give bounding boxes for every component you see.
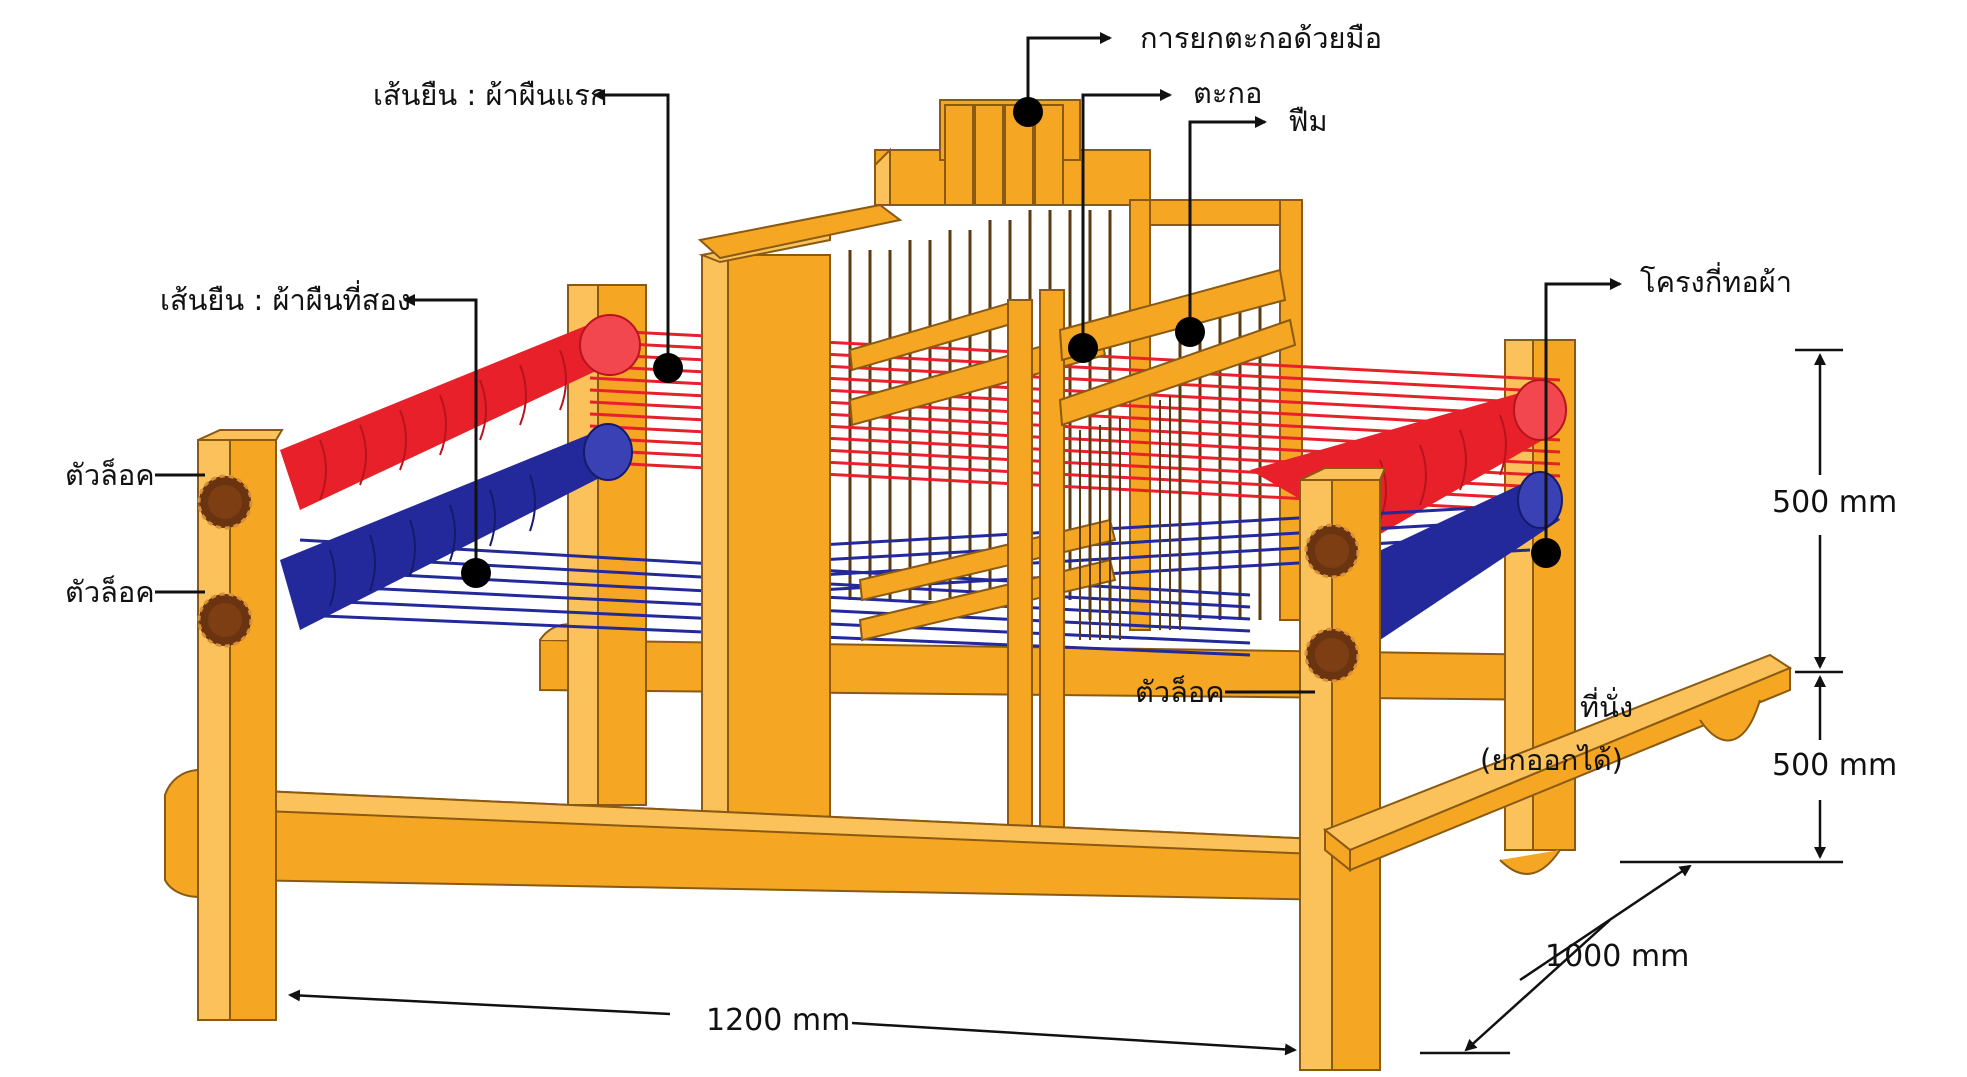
dim-width: 1200 mm	[706, 1003, 850, 1038]
seat-board	[1323, 653, 1793, 875]
dimension-lines	[288, 348, 1843, 1056]
center-frame	[697, 203, 1297, 841]
lock-gear-1	[197, 474, 253, 530]
label-lock-1: ตัวล็อค	[65, 457, 155, 492]
callouts	[155, 32, 1622, 694]
front-frame	[164, 429, 1387, 1071]
label-hand-heddle-lift: การยกตะกอด้วยมือ	[1140, 21, 1382, 55]
lock-gear-3	[1304, 523, 1360, 579]
callout-dots	[461, 97, 1561, 588]
label-loom-frame: โครงกี่ทอผ้า	[1640, 262, 1792, 299]
dim-depth: 1000 mm	[1545, 939, 1689, 974]
label-lock-2: ตัวล็อค	[65, 574, 155, 609]
heddle-frame	[874, 99, 1303, 631]
label-lock-3: ตัวล็อค	[1135, 674, 1225, 709]
lock-gear-4	[1304, 627, 1360, 683]
label-reed: ฟืม	[1288, 104, 1328, 138]
label-heddle: ตะกอ	[1193, 76, 1262, 110]
label-warp-first-cloth: เส้นยืน : ผ้าผืนแรก	[373, 78, 607, 112]
label-seat-note: (ยกออกได้)	[1480, 743, 1623, 777]
label-warp-second-cloth: เส้นยืน : ผ้าผืนที่สอง	[160, 280, 411, 317]
label-seat: ที่นั่ง	[1580, 687, 1633, 724]
lock-gear-2	[197, 592, 253, 648]
dim-height-lower: 500 mm	[1772, 748, 1897, 783]
dim-height-upper: 500 mm	[1772, 485, 1897, 520]
